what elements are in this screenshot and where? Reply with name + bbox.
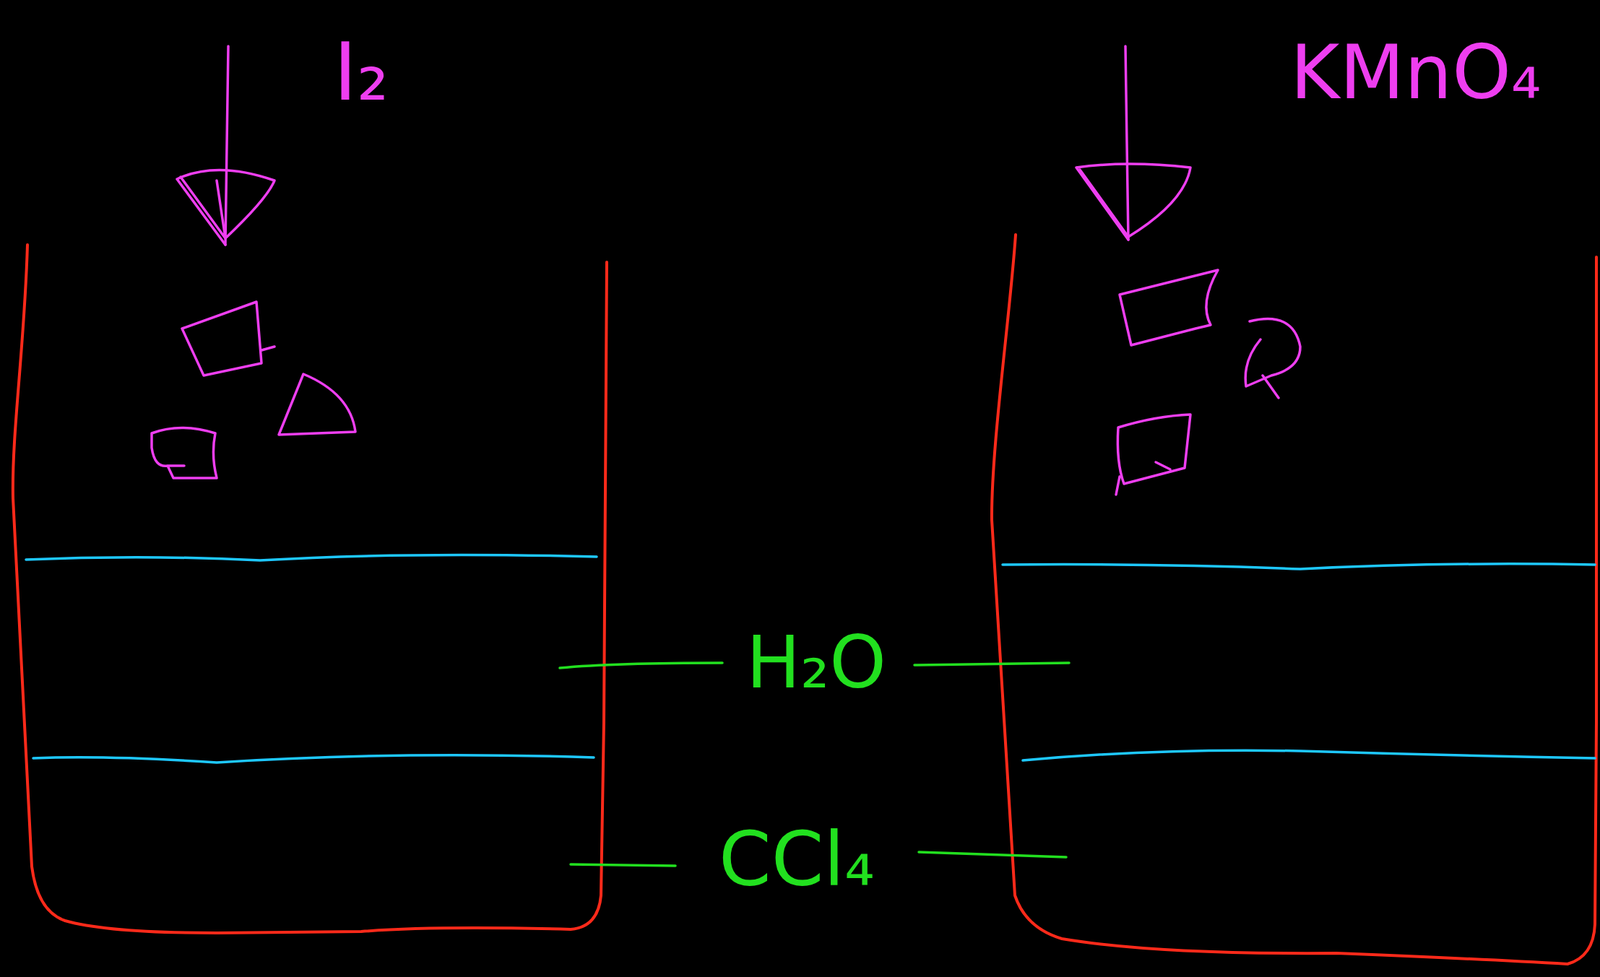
beaker bbox=[991, 234, 1597, 965]
layer-label: H₂O bbox=[746, 626, 887, 700]
addition-arrows bbox=[176, 46, 1191, 245]
arrow-head bbox=[176, 169, 275, 245]
layer-label: CCl₄ bbox=[718, 822, 875, 898]
crystals bbox=[151, 270, 1301, 495]
crystal bbox=[151, 428, 217, 479]
crystal bbox=[1119, 270, 1218, 346]
liquid-surfaces bbox=[26, 554, 1595, 763]
leader-line bbox=[918, 852, 1067, 858]
crystal bbox=[278, 374, 356, 435]
reagent-label: I₂ bbox=[333, 32, 390, 112]
arrow-head bbox=[1076, 163, 1191, 240]
reagent-label: KMnO₄ bbox=[1290, 34, 1541, 110]
beaker bbox=[13, 244, 607, 934]
arrow-shaft bbox=[225, 46, 229, 245]
water-surface bbox=[26, 554, 597, 561]
leader-line bbox=[559, 663, 723, 669]
crystal bbox=[1245, 319, 1301, 399]
leader-line bbox=[914, 663, 1070, 666]
interface bbox=[33, 755, 594, 763]
crystal bbox=[182, 301, 275, 376]
interface bbox=[1022, 750, 1595, 761]
water-surface bbox=[1002, 564, 1595, 570]
leader-line bbox=[570, 864, 676, 867]
crystal bbox=[1116, 414, 1191, 495]
arrow-shaft bbox=[1125, 46, 1129, 240]
